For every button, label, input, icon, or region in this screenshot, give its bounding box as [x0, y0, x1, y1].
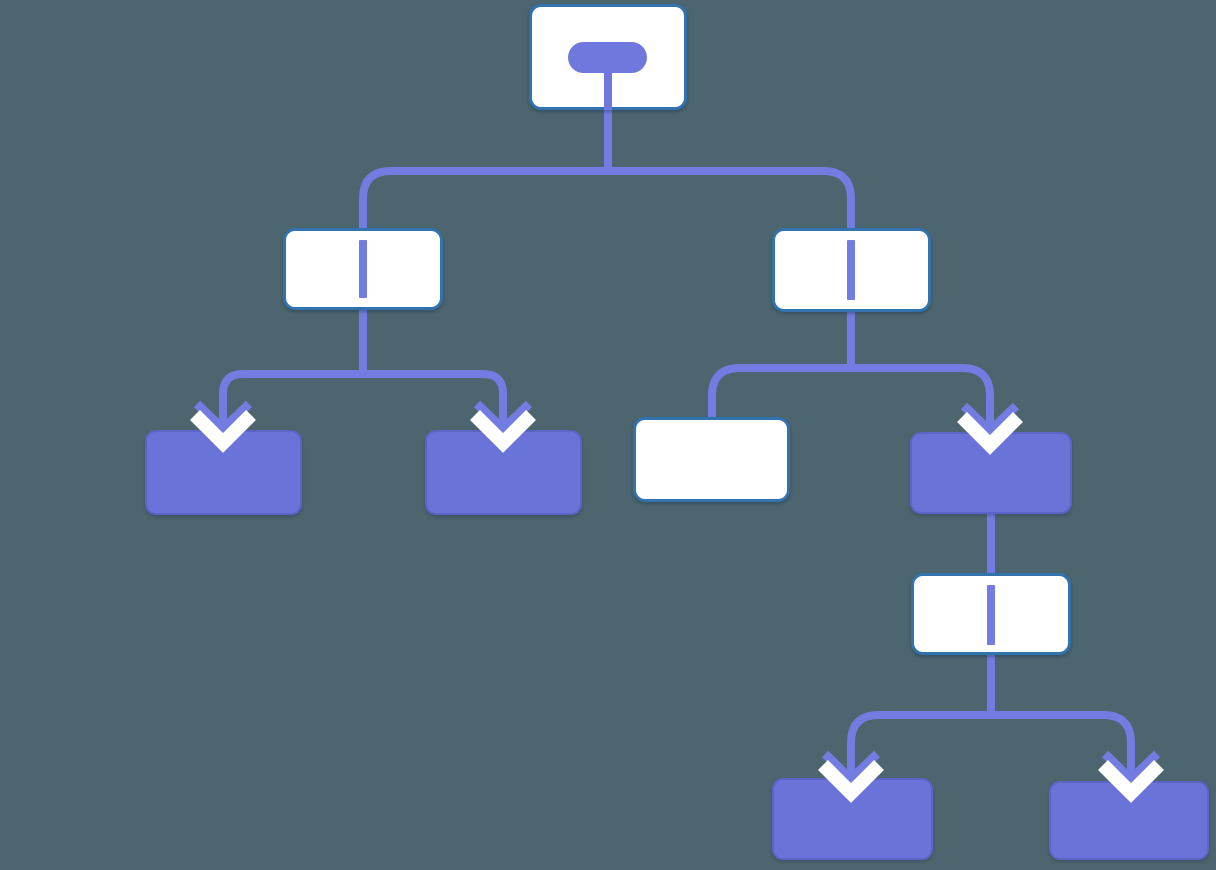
start-pill-icon [568, 42, 647, 73]
connector-bracket-bottom [847, 711, 1135, 750]
arrowhead-chevron-icon-arrow-leaf-2 [470, 398, 536, 453]
arrowhead-chevron-icon-arrow-leaf-3 [818, 748, 884, 803]
flow-node-blank-node[interactable] [633, 417, 790, 502]
arrowhead-chevron-icon-arrow-leaf-4 [1098, 748, 1164, 803]
connector-bracket-top [359, 167, 855, 240]
connector-bracket-right [708, 364, 994, 425]
start-pill-stem [604, 70, 612, 110]
arrowhead-chevron-icon-arrow-mid [957, 400, 1023, 455]
pass-through-bar-2 [987, 585, 995, 645]
connector-bracket-left [219, 370, 507, 400]
pass-through-bar-1 [847, 240, 855, 300]
pass-through-bar-0 [359, 240, 367, 298]
arrowhead-chevron-icon-arrow-leaf-1 [190, 398, 256, 453]
flow-node-mid-terminal[interactable] [910, 432, 1072, 514]
